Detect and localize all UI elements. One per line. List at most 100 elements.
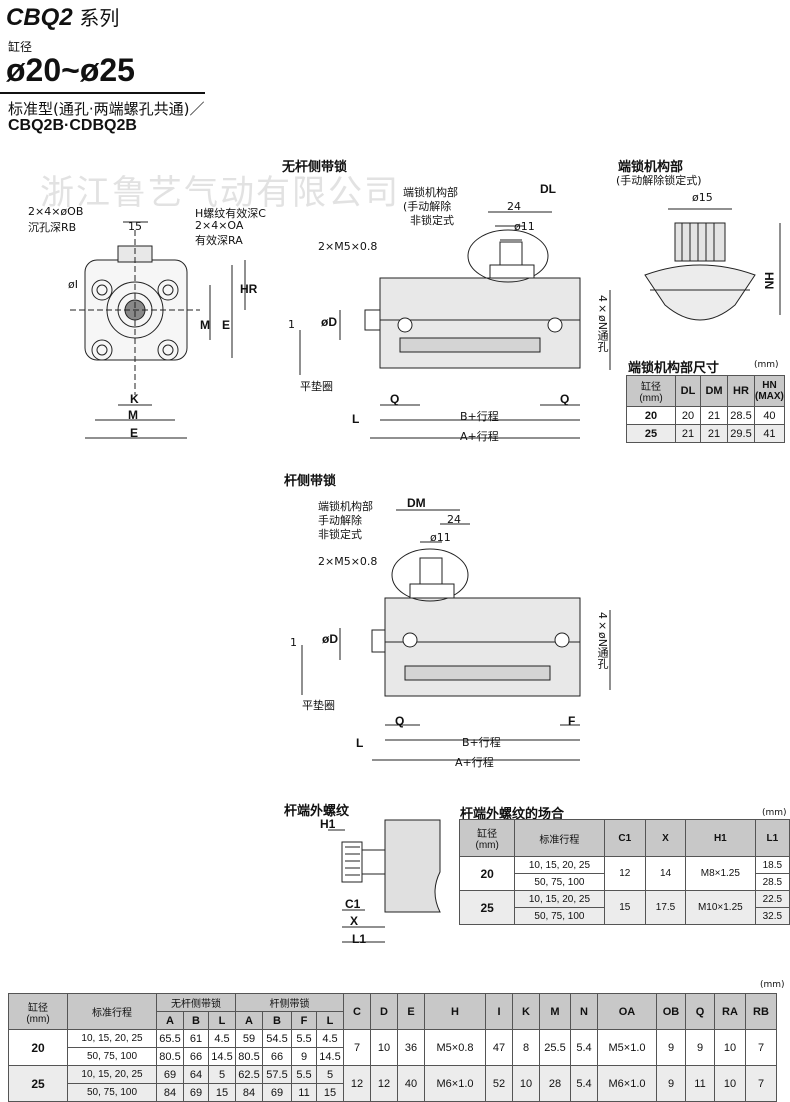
main-th-col: OB [656,993,686,1030]
main-th-col: RA [714,993,746,1030]
series-title: CBQ2 系列 [6,4,120,31]
rod-cell-c1: 15 [603,890,647,925]
rod-lock-title: 杆侧带锁 [284,474,337,489]
main-th-head-lock: 无杆侧带锁 [156,993,236,1012]
dim-e-side: E [222,318,231,332]
main-cell: 54.5 [262,1029,292,1048]
rod-th-stroke: 标准行程 [514,819,605,857]
rod-cell-l1: 18.5 [754,856,790,874]
main-cell: 25.5 [539,1029,571,1066]
standard-type: 标准型(通孔·两端螺孔共通)／ [8,100,205,118]
main-th-col: Q [685,993,715,1030]
main-cell: 9 [685,1029,715,1066]
rod-cell-stroke: 10, 15, 20, 25 [514,890,605,908]
end-lock-title: 端锁机构部 [618,160,684,175]
main-cell: 10 [714,1065,746,1102]
rod-cell-stroke: 10, 15, 20, 25 [514,856,605,874]
main-cell-bore: 20 [8,1029,68,1066]
main-th-sub: L [208,1011,236,1030]
lock-cell: 21 [700,406,728,425]
main-cell-stroke: 10, 15, 20, 25 [67,1065,157,1084]
lock-th-hn: HN (MAX) [754,375,785,407]
main-cell: 80.5 [156,1047,184,1066]
lock-cell: 41 [754,424,785,443]
rod-th-bore: 缸径 (mm) [458,819,516,857]
rod-cell-c1: 12 [603,856,647,891]
end-lock-subtitle: (手动解除锁定式) [616,174,702,187]
lock-dimension-table: 缸径 (mm) DL DM HR HN (MAX) 20 20 21 28.5 … [626,375,785,443]
head-dim-11: ø11 [514,220,535,233]
rod-thread-table: 缸径 (mm) 标准行程 C1 X H1 L1 20 10, 15, 20, 2… [458,819,790,925]
end-lock-dim-15: ø15 [692,191,713,204]
main-th-col: H [424,993,486,1030]
dim-15: 15 [128,220,142,233]
main-table-unit: (mm) [760,980,785,990]
main-cell: 7 [745,1065,777,1102]
main-th-col: M [539,993,571,1030]
main-cell: 66 [262,1047,292,1066]
main-cell: 59 [235,1029,263,1048]
main-cell: 84 [156,1083,184,1102]
rod-thread-x: X [350,914,359,928]
main-cell-stroke: 50, 75, 100 [67,1047,157,1066]
main-cell: 5 [316,1065,344,1084]
rod-cell-h1: M8×1.25 [684,856,756,891]
main-th-sub: L [316,1011,344,1030]
main-cell: M5×1.0 [597,1029,657,1066]
rod-dim-d: øD [322,632,338,646]
main-cell: 65.5 [156,1029,184,1048]
main-cell: 36 [397,1029,425,1066]
main-cell: 5.4 [570,1065,598,1102]
main-cell: 4.5 [316,1029,344,1048]
main-cell: 5 [208,1065,236,1084]
dim-e-bottom: E [130,426,139,440]
rod-dim-24: 24 [447,513,461,526]
main-cell: 69 [156,1065,184,1084]
main-th-col: I [485,993,513,1030]
head-dim-a: A+行程 [460,430,499,443]
main-th-sub: A [235,1011,263,1030]
main-cell: 9 [291,1047,317,1066]
head-dim-1: 1 [288,318,295,331]
main-th-col: RB [745,993,777,1030]
rod-th-x: X [645,819,686,857]
rod-lock-nonlock: 非锁定式 [318,528,362,541]
rod-dim-l: L [356,736,364,750]
rod-dim-f: F [568,714,576,728]
main-cell: M6×1.0 [424,1065,486,1102]
lock-cell: 21 [675,424,701,443]
main-cell: 7 [343,1029,371,1066]
head-dim-q1: Q [390,392,400,406]
rod-lock-manual: 手动解除 [318,514,362,527]
bore-caption: 缸径 [8,40,33,54]
rod-th-l1: L1 [754,819,790,857]
rod-port: 2×M5×0.8 [318,555,378,568]
lock-th-dm: DM [700,375,728,407]
rod-cell-l1: 22.5 [754,890,790,908]
rod-thread-drawing [328,819,441,943]
head-lock-nonlock: 非锁定式 [410,214,454,227]
main-cell: 57.5 [262,1065,292,1084]
rod-cell-stroke: 50, 75, 100 [514,907,605,925]
main-cell: 80.5 [235,1047,263,1066]
lock-cell: 40 [754,406,785,425]
main-th-bore: 缸径 (mm) [8,993,68,1030]
dim-k: K [130,392,139,406]
end-lock-dim-hn: HN [762,272,776,290]
main-th-sub: B [183,1011,209,1030]
rod-dim-a: A+行程 [455,756,494,769]
head-dim-q2: Q [560,392,570,406]
main-th-col: C [343,993,371,1030]
rod-cell-x: 17.5 [645,890,686,925]
rb-label: 沉孔深RB [28,221,77,234]
main-cell: 64 [183,1065,209,1084]
rod-cell-x: 14 [645,856,686,891]
ra-label: 有效深RA [195,234,243,247]
lock-cell: 20 [675,406,701,425]
lock-table-unit: (mm) [754,360,779,370]
rod-th-h1: H1 [684,819,756,857]
rod-cell-stroke: 50, 75, 100 [514,873,605,891]
watermark: 浙江鲁艺气动有限公司 [40,173,400,213]
ob-label: 2×4×øOB [28,205,84,218]
main-cell: 14.5 [208,1047,236,1066]
